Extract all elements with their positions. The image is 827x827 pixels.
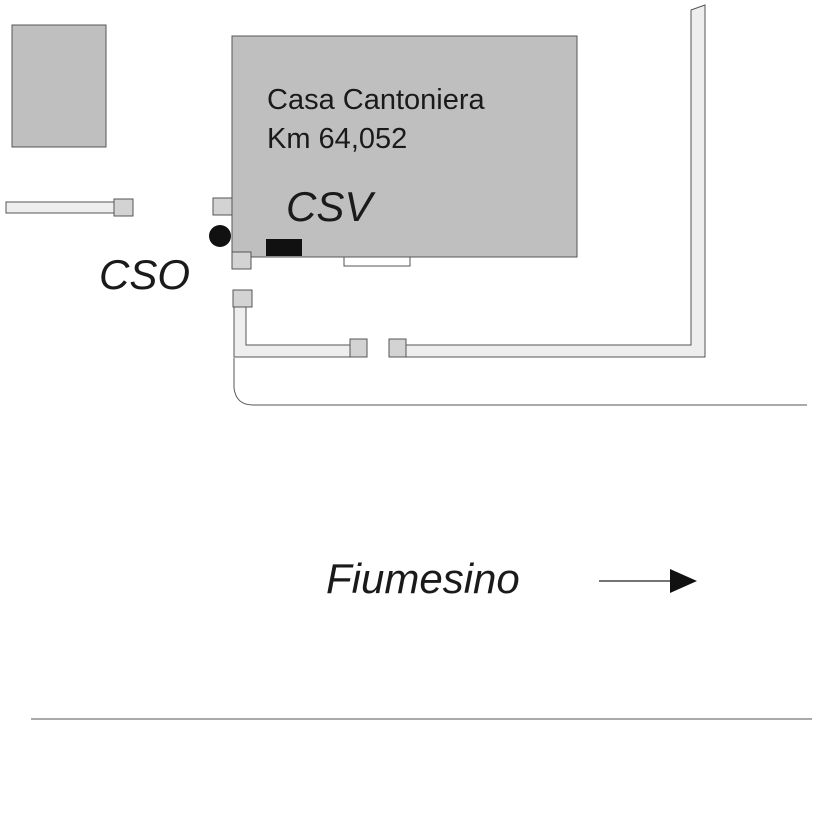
building-name: Casa Cantoniera: [267, 84, 485, 116]
direction-label: Fiumesino: [326, 555, 520, 602]
gate-pier: [231, 251, 252, 270]
csv-marker-icon: [266, 239, 302, 256]
left-wall: [5, 201, 117, 214]
cso-marker-icon: [209, 225, 231, 247]
csv-label: CSV: [286, 183, 376, 230]
arrow-right-icon: [599, 569, 697, 593]
gate-pier: [388, 338, 407, 358]
cso-label: CSO: [99, 251, 190, 298]
small-building: [11, 24, 107, 148]
road-edge: [233, 358, 807, 406]
building-km: Km 64,052: [267, 123, 407, 155]
gate-pier: [113, 198, 134, 217]
gate-pier: [349, 338, 368, 358]
lower-left-fence: [233, 306, 353, 358]
gate-pier: [212, 197, 233, 216]
building-opening: [343, 256, 411, 267]
gate-pier: [232, 289, 253, 308]
main-building: [231, 35, 578, 258]
